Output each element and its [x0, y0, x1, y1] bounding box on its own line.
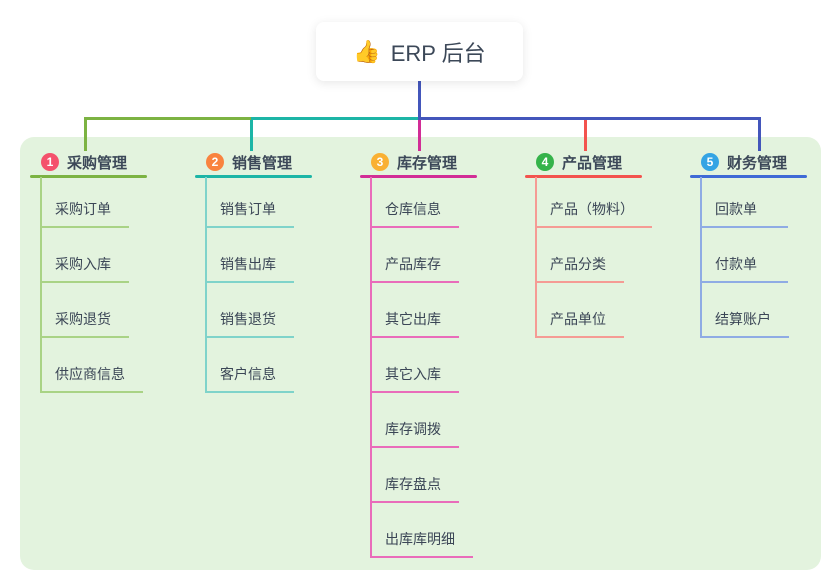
branch-underline-3: [360, 175, 477, 178]
mindmap-node[interactable]: 销售订单: [205, 200, 294, 228]
bus-line-green: [84, 117, 251, 120]
root-trunk-line: [418, 81, 421, 120]
mindmap-node[interactable]: 出库库明细: [370, 530, 473, 558]
mindmap-node[interactable]: 产品单位: [535, 310, 624, 338]
branch-label: 销售管理: [232, 154, 293, 172]
root-node-label: ERP 后台: [390, 40, 486, 66]
mindmap-node[interactable]: 采购退货: [40, 310, 129, 338]
mindmap-background-panel: [20, 137, 821, 570]
branch-drop-line-2: [250, 120, 253, 151]
branch-node-inventory[interactable]: 3 库存管理: [360, 149, 477, 175]
branch-subtree-line-2: [205, 177, 207, 393]
branch-label: 采购管理: [67, 154, 128, 172]
mindmap-node[interactable]: 其它入库: [370, 365, 459, 393]
mindmap-node[interactable]: 产品库存: [370, 255, 459, 283]
mindmap-node[interactable]: 销售出库: [205, 255, 294, 283]
mindmap-node[interactable]: 客户信息: [205, 365, 294, 393]
branch-label: 财务管理: [727, 154, 788, 172]
mindmap-node[interactable]: 采购入库: [40, 255, 129, 283]
branch-node-product[interactable]: 4 产品管理: [525, 149, 642, 175]
branch-underline-2: [195, 175, 312, 178]
mindmap-node[interactable]: 回款单: [700, 200, 788, 228]
branch-drop-line-3: [418, 120, 421, 151]
mindmap-node[interactable]: 采购订单: [40, 200, 129, 228]
branch-badge-2: 2: [206, 153, 224, 171]
branch-node-sales[interactable]: 2 销售管理: [195, 149, 312, 175]
mindmap-node[interactable]: 产品（物料）: [535, 200, 652, 228]
mindmap-node[interactable]: 结算账户: [700, 310, 789, 338]
branch-subtree-line-4: [535, 177, 537, 338]
mindmap-node[interactable]: 仓库信息: [370, 200, 459, 228]
mindmap-node[interactable]: 库存盘点: [370, 475, 459, 503]
branch-subtree-line-5: [700, 177, 702, 338]
branch-badge-4: 4: [536, 153, 554, 171]
branch-underline-1: [30, 175, 147, 178]
root-node-erp[interactable]: 👍 ERP 后台: [316, 22, 523, 81]
mindmap-node[interactable]: 销售退货: [205, 310, 294, 338]
branch-subtree-line-1: [40, 177, 42, 393]
mindmap-node[interactable]: 库存调拨: [370, 420, 459, 448]
branch-node-finance[interactable]: 5 财务管理: [690, 149, 807, 175]
branch-badge-3: 3: [371, 153, 389, 171]
branch-subtree-line-3: [370, 177, 372, 558]
branch-drop-line-1: [84, 117, 87, 151]
branch-underline-5: [690, 175, 807, 178]
bus-line-blue: [418, 117, 761, 120]
mindmap-node[interactable]: 其它出库: [370, 310, 459, 338]
bus-line-teal: [251, 117, 418, 120]
mindmap-node[interactable]: 产品分类: [535, 255, 624, 283]
branch-drop-line-4: [584, 120, 587, 151]
mindmap-node[interactable]: 付款单: [700, 255, 788, 283]
branch-label: 库存管理: [397, 154, 458, 172]
branch-underline-4: [525, 175, 642, 178]
branch-badge-5: 5: [701, 153, 719, 171]
thumbs-up-icon: 👍: [353, 38, 381, 64]
branch-label: 产品管理: [562, 154, 623, 172]
branch-badge-1: 1: [41, 153, 59, 171]
branch-node-purchase[interactable]: 1 采购管理: [30, 149, 147, 175]
branch-drop-line-5: [758, 117, 761, 151]
mindmap-node[interactable]: 供应商信息: [40, 365, 143, 393]
